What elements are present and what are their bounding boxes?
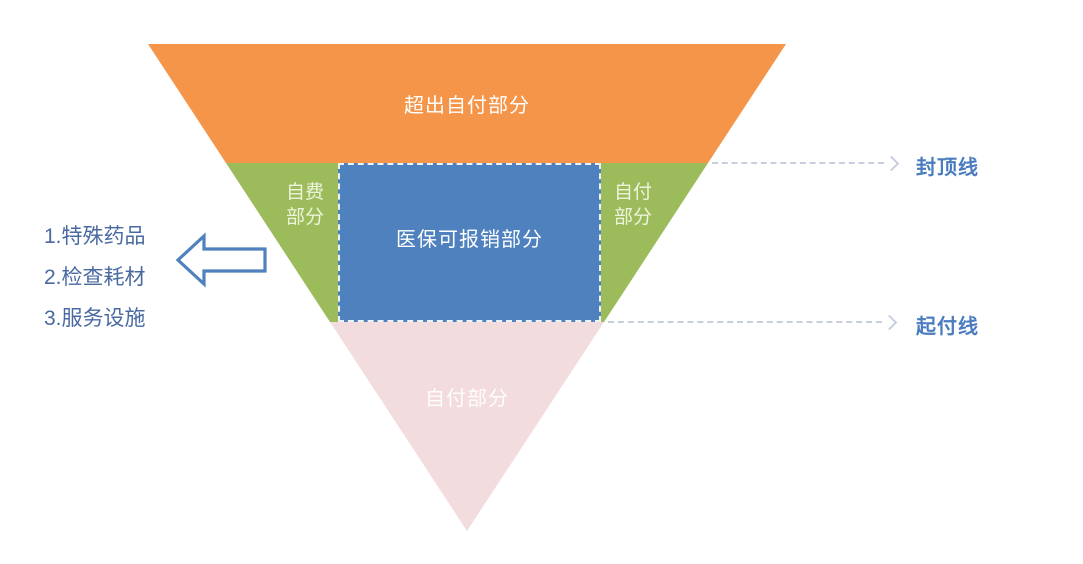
deductible-guide-line [608, 314, 898, 331]
arrow-right-icon [883, 155, 900, 172]
below-deductible-label: 自付部分 [425, 388, 509, 410]
funnel-section-reimbursable-box: 医保可报销部分 [338, 163, 601, 322]
self-funded-label: 自费 部分 [285, 182, 324, 228]
funnel-section-below-deductible: 自付部分 [330, 322, 604, 531]
list-item: 2.检查耗材 [44, 266, 146, 289]
exclusion-list: 1.特殊药品 2.检查耗材 3.服务设施 [44, 216, 146, 339]
self-pay-right-label: 自付 部分 [613, 182, 652, 228]
arrow-right-icon [881, 314, 898, 331]
left-block-arrow-icon [176, 232, 267, 288]
funnel: 超出自付部分 自费 部分 自付 部分 医保可报销部分 自付部分 [148, 44, 786, 531]
list-item: 1.特殊药品 [44, 225, 146, 248]
cap-line-label: 封顶线 [916, 157, 979, 179]
funnel-section-over-cap: 超出自付部分 [148, 44, 786, 163]
over-cap-label: 超出自付部分 [404, 95, 530, 117]
reimbursable-label: 医保可报销部分 [396, 229, 543, 251]
deductible-line-label: 起付线 [916, 316, 979, 338]
list-item: 3.服务设施 [44, 307, 146, 330]
cap-guide-line [712, 155, 900, 172]
